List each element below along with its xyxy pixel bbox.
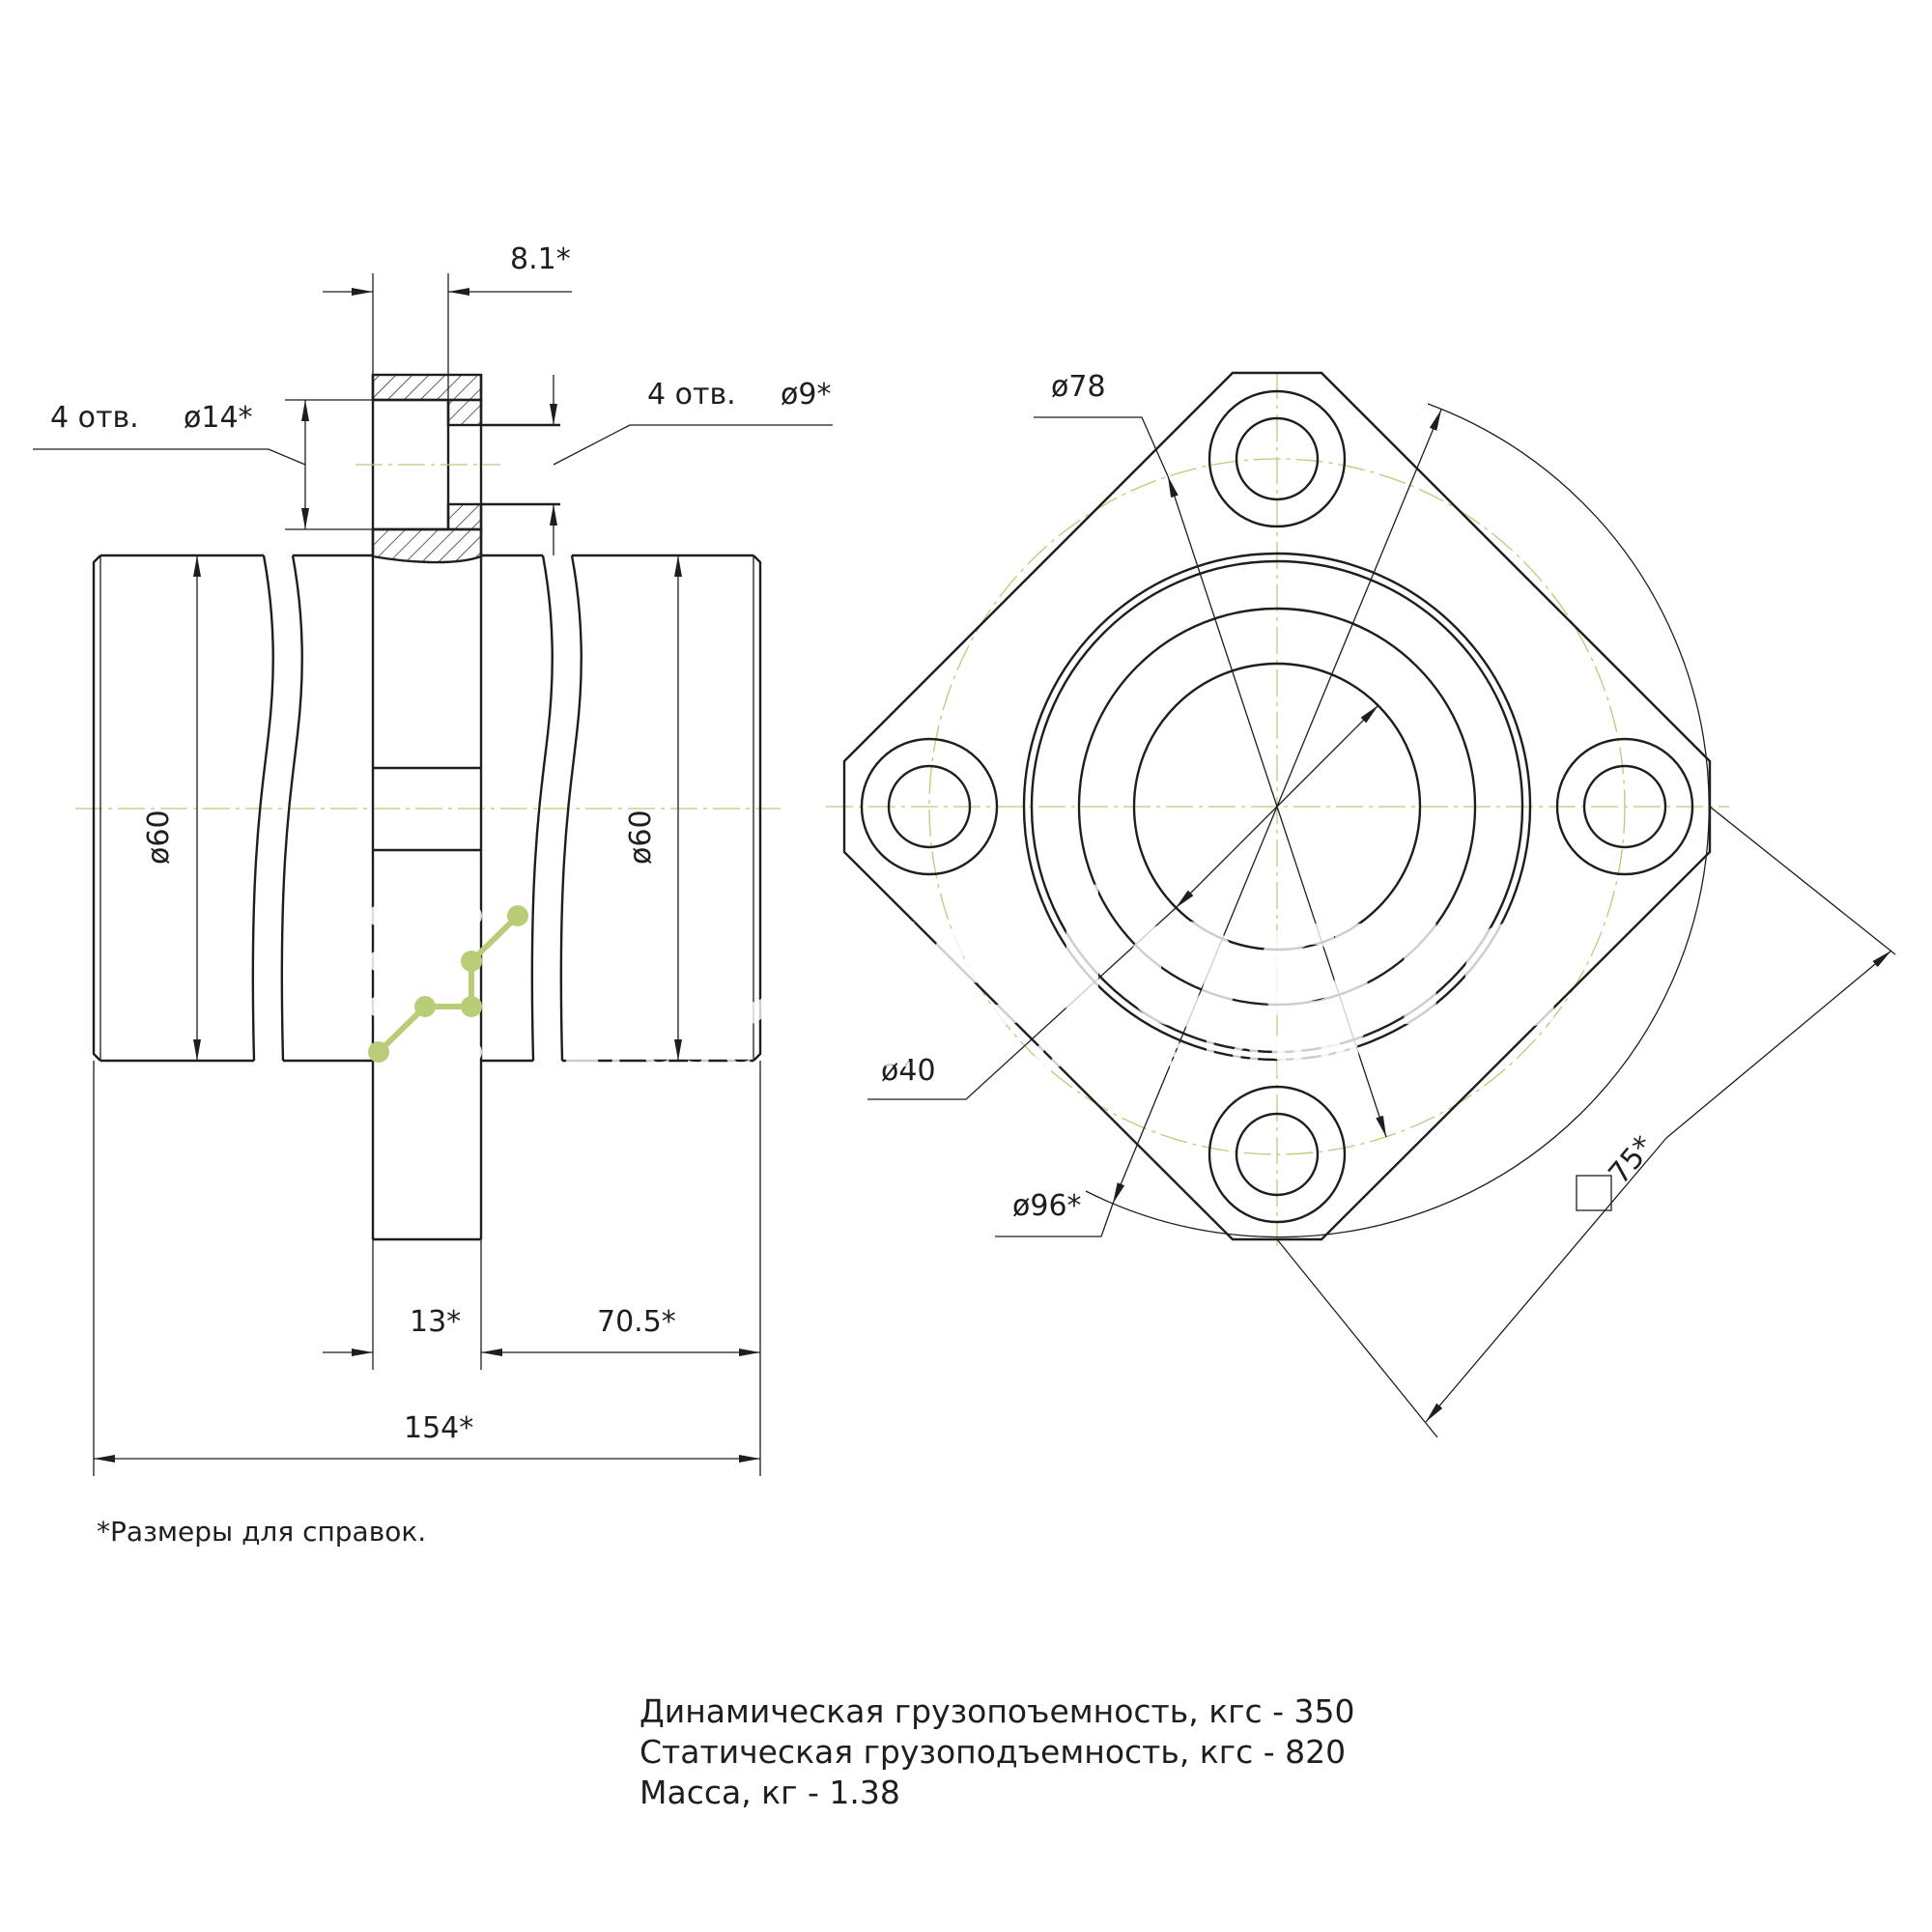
right-body: [481, 554, 762, 1063]
counterbore-callout: 4 отв. ø14*: [33, 399, 373, 530]
flange-section: [355, 373, 560, 1241]
dim-right-length-label: 70.5*: [597, 1305, 676, 1339]
watermark-logo-dots: [368, 905, 482, 1063]
dim-bolt-circle-label: ø78: [1051, 370, 1106, 404]
watermark-brand: purelogic: [551, 854, 1572, 1067]
dim-flange-dia-label: ø96*: [1012, 1189, 1082, 1223]
dim-body-dia-right: ø60: [624, 555, 682, 1061]
bolt-circle: [928, 458, 1626, 1155]
hole-count-label: 4 отв.: [647, 378, 736, 412]
side-view: 8.1* 4 отв. ø14* 4 отв. ø9* ø60: [33, 242, 833, 1476]
dim-flange-width-label: 13*: [410, 1305, 461, 1339]
hole-dia-label: ø9*: [781, 378, 831, 412]
dim-bore: ø40: [867, 704, 1379, 1100]
dim-body-dia-left: ø60: [142, 555, 201, 1061]
counterbore-count-label: 4 отв.: [50, 401, 139, 435]
body-outer: [1022, 552, 1532, 1062]
body-outer-chamfer: [1030, 559, 1524, 1054]
left-body: [92, 554, 373, 1063]
dim-flange-step: 8.1*: [323, 242, 572, 400]
dim-total-length-label: 154*: [404, 1411, 473, 1445]
dim-bottom-row: 13* 70.5* 154*: [93, 1061, 761, 1476]
watermark-tagline: research & development: [609, 1028, 1495, 1077]
front-view: ø78 ø40 ø96* 75*: [826, 370, 1896, 1438]
mounting-holes: [860, 389, 1694, 1224]
bore: [1132, 662, 1422, 952]
dim-bore-label: ø40: [881, 1054, 936, 1088]
spec-static-load: Статическая грузоподъемность, кгс - 820: [639, 1733, 1346, 1771]
watermark: purelogic research & development: [368, 854, 1572, 1077]
spec-block: Динамическая грузопоъемность, кгс - 350 …: [639, 1692, 1355, 1811]
spec-mass: Масса, кг - 1.38: [639, 1774, 900, 1811]
dim-body-dia-right-label: ø60: [624, 810, 658, 865]
body-middle: [1077, 607, 1477, 1007]
dim-flange-dia: ø96*: [995, 403, 1710, 1238]
dim-flange-step-label: 8.1*: [510, 242, 571, 276]
reference-note: *Размеры для справок.: [97, 1516, 426, 1548]
counterbore-dia-label: ø14*: [184, 401, 253, 435]
flange-outline: [842, 371, 1712, 1241]
spec-dynamic-load: Динамическая грузопоъемность, кгс - 350: [639, 1692, 1355, 1730]
watermark-logo-green: [368, 905, 528, 1063]
dim-body-dia-left-label: ø60: [142, 810, 176, 865]
hole-callout: 4 отв. ø9*: [550, 375, 833, 555]
dim-bolt-circle: ø78: [1034, 370, 1387, 1138]
